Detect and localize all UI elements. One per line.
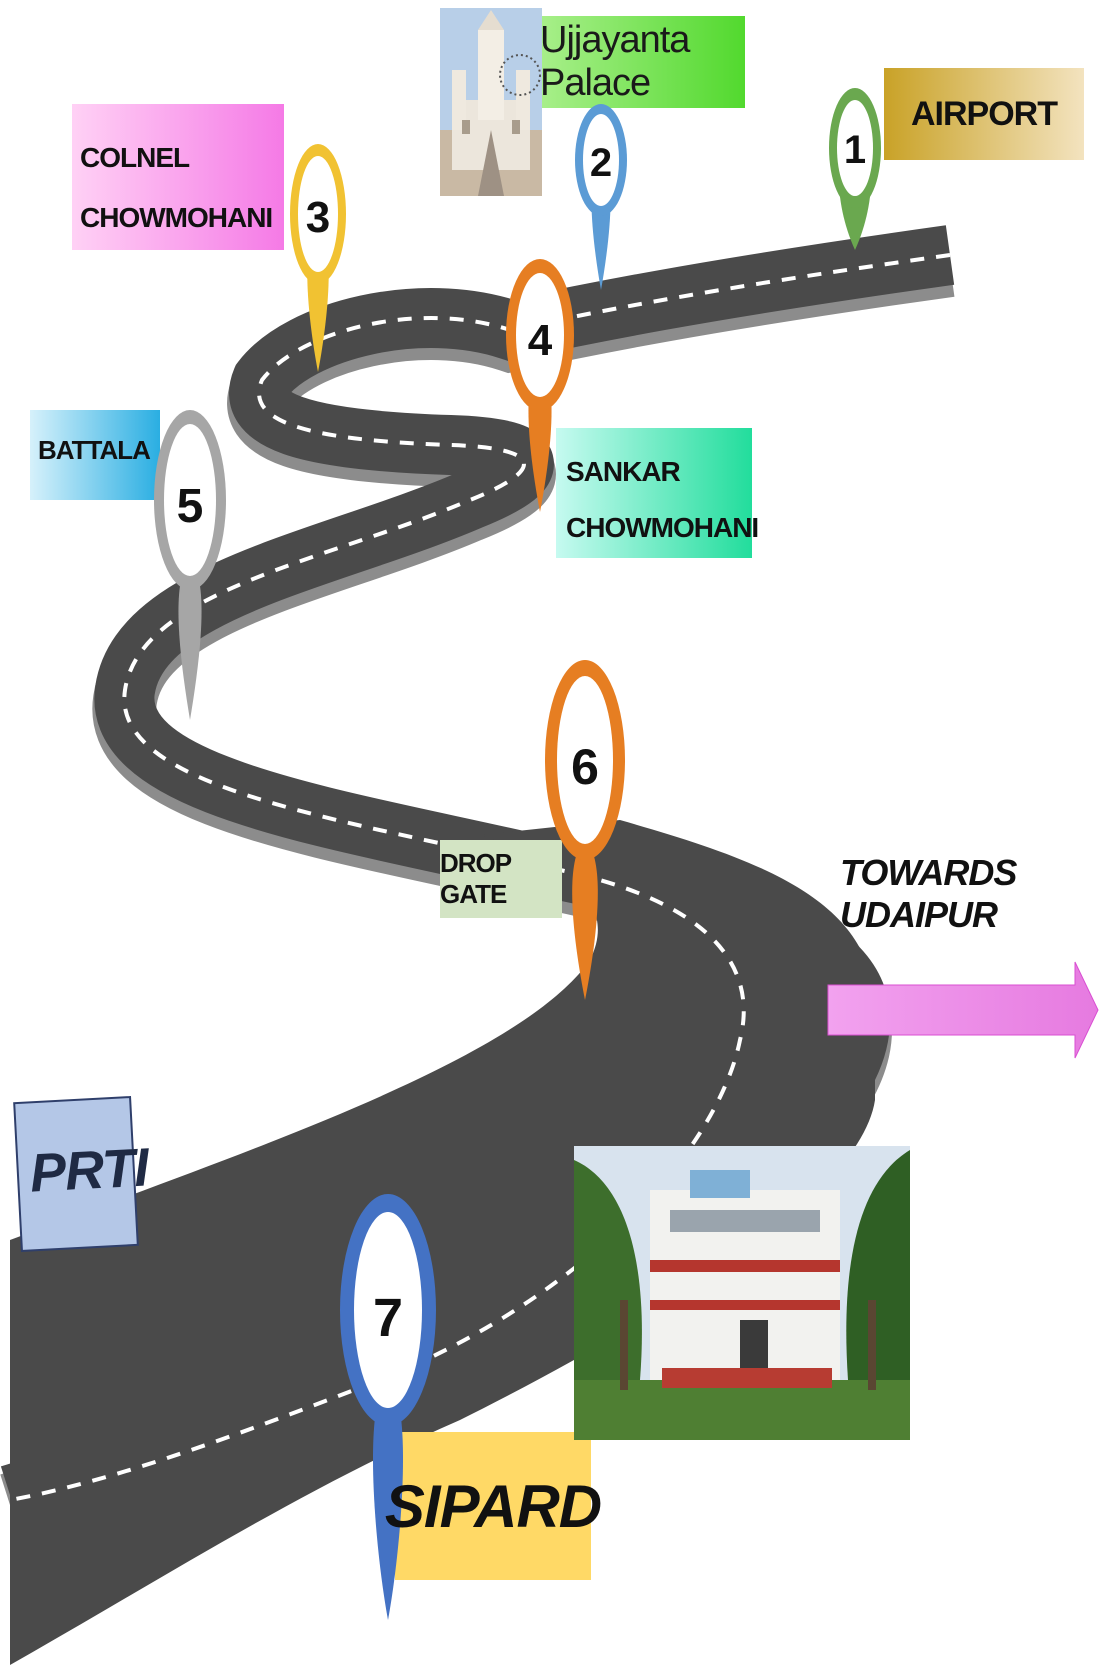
map-pin-icon[interactable]: 7 bbox=[340, 1194, 436, 1620]
stop-sankar-line1: SANKAR bbox=[566, 456, 681, 487]
palace-photo bbox=[440, 8, 542, 196]
prti-tag bbox=[13, 1096, 139, 1252]
direction-label: TOWARDS UDAIPUR bbox=[840, 852, 1017, 935]
map-pin-icon[interactable]: 2 bbox=[575, 104, 627, 290]
stop-battala-label: BATTALA bbox=[38, 434, 151, 465]
stop-dropgate-label: DROP GATE bbox=[440, 848, 512, 909]
map-pin-icon[interactable]: 5 bbox=[154, 410, 226, 720]
sankar-tag bbox=[556, 428, 752, 558]
map-pin-icon[interactable]: 6 bbox=[545, 660, 625, 1000]
pin-number: 7 bbox=[373, 1288, 403, 1348]
stop-colnel-line1: COLNEL bbox=[80, 142, 190, 173]
stop-colnel-line2: CHOWMOHANI bbox=[80, 202, 273, 233]
stop-palace-label: Ujjayanta Palace bbox=[540, 19, 690, 104]
airport-tag bbox=[884, 68, 1084, 160]
map-pin-icon[interactable]: 4 bbox=[506, 259, 574, 512]
sipard-tag bbox=[395, 1432, 591, 1580]
palace-tag bbox=[540, 16, 745, 108]
stop-sankar-label: SANKAR CHOWMOHANI bbox=[566, 444, 759, 556]
road-lower-widening bbox=[10, 820, 875, 1665]
stop-airport-label: AIRPORT bbox=[911, 94, 1058, 133]
stop-sipard-label: SIPARD bbox=[384, 1472, 602, 1540]
map-pin-icon[interactable]: 3 bbox=[290, 144, 346, 372]
dropgate-tag bbox=[440, 840, 562, 918]
institute-building-photo bbox=[574, 1146, 910, 1440]
pin-number: 1 bbox=[844, 128, 866, 172]
battala-tag bbox=[30, 410, 160, 500]
colnel-tag bbox=[72, 104, 284, 250]
prti-label: PRTI bbox=[28, 1137, 150, 1204]
stop-colnel-label: COLNEL CHOWMOHANI bbox=[80, 128, 284, 248]
pin-number: 6 bbox=[571, 739, 599, 795]
pin-number: 5 bbox=[177, 480, 204, 533]
pin-number: 2 bbox=[590, 141, 612, 185]
stop-sankar-line2: CHOWMOHANI bbox=[566, 512, 759, 543]
pin-number: 3 bbox=[306, 193, 330, 242]
right-arrow-icon bbox=[827, 961, 1099, 1059]
map-pin-icon[interactable]: 1 bbox=[829, 88, 881, 250]
pin-number: 4 bbox=[528, 316, 553, 365]
